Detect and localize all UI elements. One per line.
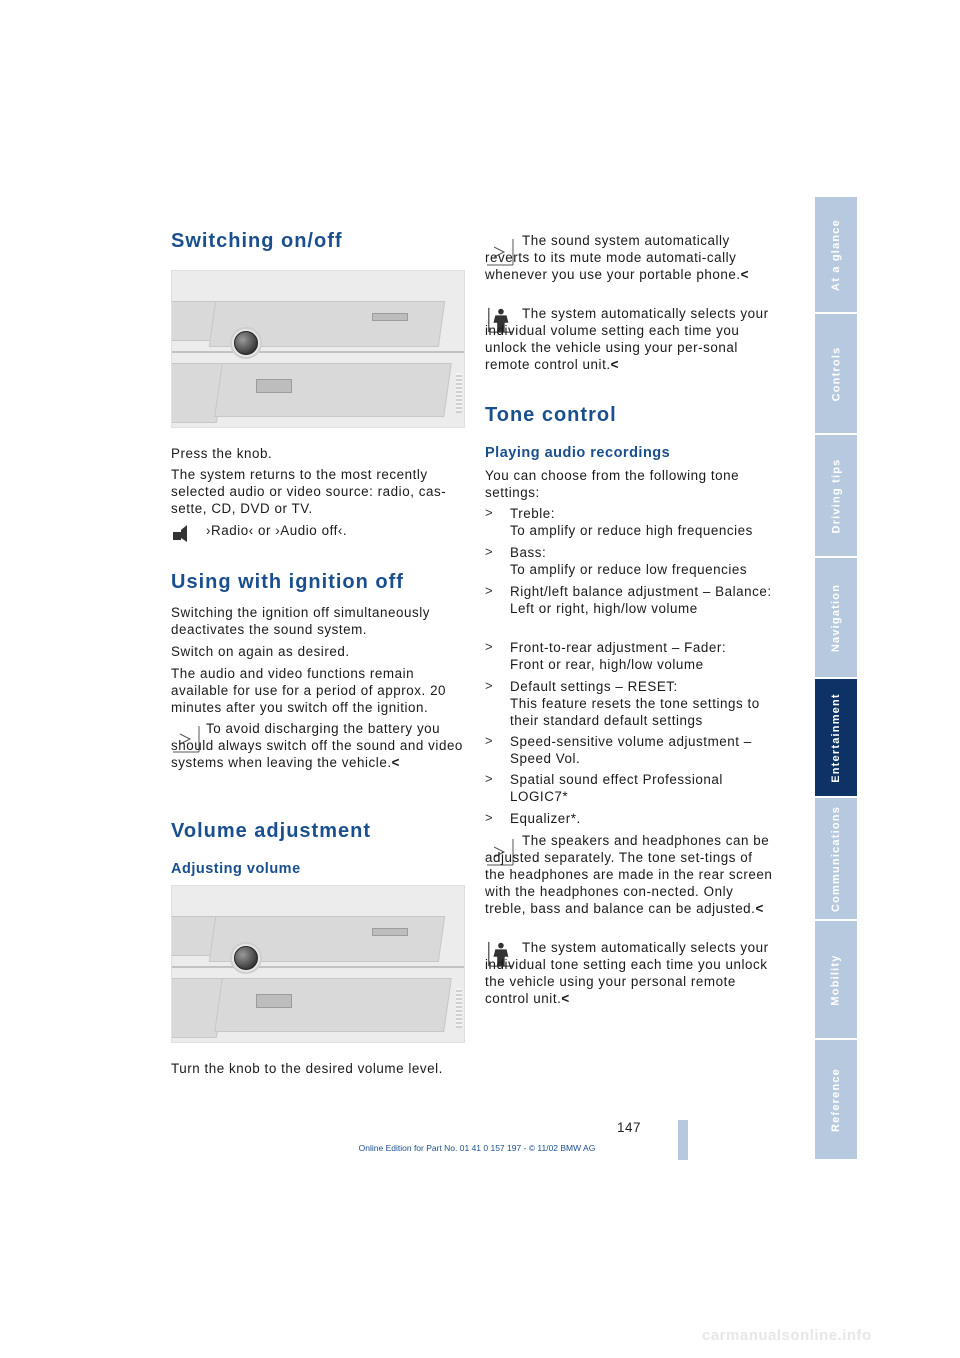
bullet-arrow-icon: > bbox=[485, 810, 493, 825]
tab-label: Navigation bbox=[830, 583, 843, 652]
note-arrow-icon bbox=[487, 839, 514, 866]
switching-paragraph-1: Press the knob. bbox=[171, 446, 273, 461]
tab-label: Controls bbox=[830, 346, 843, 401]
tab-label: Communications bbox=[830, 805, 842, 912]
switching-paragraph-2: The system returns to the most recently … bbox=[171, 467, 447, 516]
tone-setting-text: Treble: To amplify or reduce high freque… bbox=[510, 506, 753, 538]
tab-label: Mobility bbox=[830, 953, 842, 1006]
tab-reference[interactable]: Reference bbox=[815, 1040, 857, 1160]
page-number-bar bbox=[678, 1120, 688, 1160]
volume-heading: Volume adjustment bbox=[171, 820, 371, 842]
note-arrow-icon bbox=[487, 239, 514, 266]
ignition-note: To avoid discharging the battery you sho… bbox=[171, 721, 463, 770]
tab-communications[interactable]: Communications bbox=[815, 798, 857, 920]
voice-command-text: ›Radio‹ or ›Audio off‹. bbox=[206, 523, 348, 538]
tone-setting-text: Spatial sound effect Professional LOGIC7… bbox=[510, 772, 723, 804]
tab-mobility[interactable]: Mobility bbox=[815, 921, 857, 1039]
ignition-paragraph-1: Switching the ignition off simultaneousl… bbox=[171, 605, 431, 637]
tab-controls[interactable]: Controls bbox=[815, 314, 857, 434]
tab-navigation[interactable]: Navigation bbox=[815, 558, 857, 678]
note-arrow-icon bbox=[173, 726, 200, 753]
tone-setting-text: Bass: To amplify or reduce low frequenci… bbox=[510, 545, 748, 577]
tone-setting-text: Default settings – RESET: This feature r… bbox=[510, 679, 760, 728]
watermark: carmanualsonline.info bbox=[702, 1327, 872, 1344]
adjusting-paragraph: Turn the knob to the desired volume leve… bbox=[171, 1061, 443, 1076]
tab-entertainment[interactable]: Entertainment bbox=[815, 679, 857, 797]
ignition-heading: Using with ignition off bbox=[171, 571, 404, 593]
ignition-paragraph-2: Switch on again as desired. bbox=[171, 644, 350, 659]
bullet-arrow-icon: > bbox=[485, 505, 493, 520]
tone-setting-text: Front-to-rear adjustment – Fader: Front … bbox=[510, 640, 727, 672]
mute-note: The sound system automatically reverts t… bbox=[485, 233, 749, 282]
tab-label: Driving tips bbox=[830, 458, 842, 533]
individual-setting-person-icon bbox=[488, 941, 513, 967]
tone-setting-text: Right/left balance adjustment – Balance:… bbox=[510, 584, 772, 616]
bullet-arrow-icon: > bbox=[485, 771, 493, 786]
tone-setting-note: The system automatically selects your in… bbox=[485, 940, 769, 1006]
switching-heading: Switching on/off bbox=[171, 230, 343, 252]
tone-heading: Tone control bbox=[485, 404, 617, 426]
bullet-arrow-icon: > bbox=[485, 544, 493, 559]
footer-edition-text: Online Edition for Part No. 01 41 0 157 … bbox=[358, 1143, 596, 1153]
tab-label: Entertainment bbox=[830, 692, 842, 783]
tab-at-a-glance[interactable]: At a glance bbox=[815, 197, 857, 313]
bullet-arrow-icon: > bbox=[485, 678, 493, 693]
playing-subheading: Playing audio recordings bbox=[485, 445, 671, 461]
tab-driving-tips[interactable]: Driving tips bbox=[815, 435, 857, 557]
bullet-arrow-icon: > bbox=[485, 583, 493, 598]
tone-setting-text: Speed-sensitive volume adjustment – Spee… bbox=[510, 734, 752, 766]
bullet-arrow-icon: > bbox=[485, 639, 493, 654]
ignition-paragraph-3: The audio and video functions remain ava… bbox=[171, 666, 447, 715]
control-knob-photo bbox=[171, 270, 465, 428]
bullet-arrow-icon: > bbox=[485, 733, 493, 748]
volume-setting-note: The system automatically selects your in… bbox=[485, 306, 769, 372]
adjusting-subheading: Adjusting volume bbox=[171, 861, 301, 877]
headphones-note: The speakers and headphones can be adjus… bbox=[485, 833, 773, 916]
volume-knob-photo bbox=[171, 885, 465, 1043]
individual-setting-person-icon bbox=[488, 307, 513, 333]
tab-label: At a glance bbox=[830, 218, 843, 291]
tone-intro: You can choose from the following tone s… bbox=[485, 468, 740, 500]
tone-setting-text: Equalizer*. bbox=[510, 811, 581, 826]
voice-command-icon bbox=[173, 525, 187, 542]
page-number: 147 bbox=[617, 1120, 642, 1135]
tab-label: Reference bbox=[830, 1067, 842, 1132]
